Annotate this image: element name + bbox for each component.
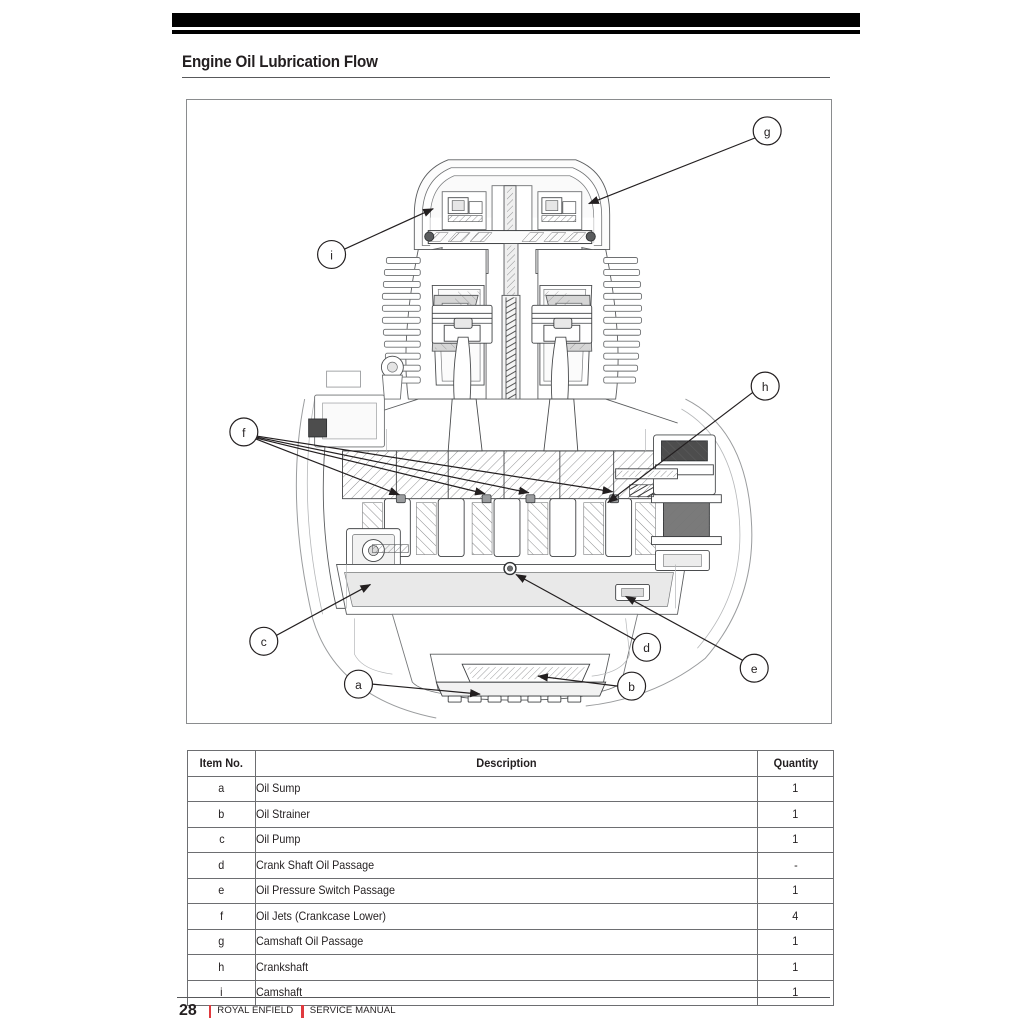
valve-train-left [447, 197, 483, 222]
footer-separator-bar-1 [208, 1004, 212, 1018]
leader-f2 [255, 437, 486, 496]
parts-table: Item No. Description Quantity a Oil Sump… [187, 750, 834, 1006]
cell-description: Oil Sump [255, 775, 758, 802]
camshaft-shaft [424, 230, 596, 245]
cell-item: g [187, 928, 256, 955]
cell-description: Oil Pump [255, 826, 758, 853]
leader-d [515, 573, 638, 642]
oil-strainer [461, 663, 591, 683]
cell-description: Oil Jets (Crankcase Lower) [255, 903, 758, 930]
oil-sump [391, 613, 639, 703]
cell-quantity: 1 [757, 877, 834, 904]
engine-diagram-frame: a b c d e [186, 99, 832, 724]
cell-item: h [187, 954, 256, 981]
piston-right [531, 304, 593, 400]
cell-item: f [187, 903, 256, 930]
table-row: i Camshaft 1 [187, 979, 834, 1006]
title-underline [182, 77, 830, 78]
column-header-description: Description [255, 750, 758, 777]
cell-description: Oil Pressure Switch Passage [255, 877, 758, 904]
callout-h-label: h [762, 380, 769, 394]
cell-description: Oil Strainer [255, 801, 758, 828]
footer-page-number: 28 [179, 1002, 197, 1019]
valve-train-right [541, 197, 577, 222]
engine-assembly [295, 159, 753, 719]
cell-quantity: 1 [757, 928, 834, 955]
cell-quantity: 1 [757, 801, 834, 828]
cell-quantity: 1 [757, 826, 834, 853]
callout-f-label: f [242, 426, 246, 440]
table-row: d Crank Shaft Oil Passage - [187, 852, 834, 879]
column-header-item-no: Item No. [187, 750, 256, 777]
cell-description: Camshaft Oil Passage [255, 928, 758, 955]
callout-h[interactable]: h [750, 371, 780, 401]
cell-quantity: 1 [757, 954, 834, 981]
cell-quantity: 4 [757, 903, 834, 930]
callout-a[interactable]: a [343, 669, 374, 699]
page-footer: 28 ROYAL ENFIELD SERVICE MANUAL [179, 1003, 396, 1019]
leader-g [588, 137, 756, 205]
callout-f[interactable]: f [229, 417, 259, 447]
page-title: Engine Oil Lubrication Flow [182, 53, 378, 71]
crankcase-lower [336, 561, 686, 615]
clutch-gearbox-assembly [615, 434, 722, 571]
leader-f3 [255, 436, 530, 495]
callout-d-label: d [643, 641, 650, 655]
callout-b[interactable]: b [617, 671, 647, 701]
table-row: c Oil Pump 1 [187, 826, 834, 853]
casting-detail-lines [346, 428, 676, 677]
callout-g-label: g [764, 125, 771, 139]
table-row: a Oil Sump 1 [187, 775, 834, 802]
engine-cross-section-illustration: a b c d e [229, 116, 782, 719]
callout-c-label: c [261, 635, 267, 649]
callout-i[interactable]: i [317, 239, 347, 270]
column-header-quantity: Quantity [757, 750, 834, 777]
piston-left [431, 304, 493, 400]
callout-bubbles: a b c d e [229, 116, 782, 701]
cell-description: Crank Shaft Oil Passage [255, 852, 758, 879]
cell-item: a [187, 775, 256, 802]
callout-leader-lines [255, 137, 756, 698]
header-bar-thick [172, 13, 860, 27]
table-row: g Camshaft Oil Passage 1 [187, 928, 834, 955]
callout-e[interactable]: e [739, 653, 769, 683]
left-engine-cover [308, 355, 404, 448]
table-row: h Crankshaft 1 [187, 954, 834, 981]
cell-description: Crankshaft [255, 954, 758, 981]
footer-separator-bar-2 [301, 1004, 304, 1018]
table-row: f Oil Jets (Crankcase Lower) 4 [187, 903, 834, 930]
cell-quantity: - [757, 852, 834, 879]
footer-brand: ROYAL ENFIELD [217, 1005, 294, 1017]
cell-description: Camshaft [255, 979, 758, 1006]
leader-i [343, 208, 434, 251]
cell-item: b [187, 801, 256, 828]
cell-quantity: 1 [757, 979, 834, 1006]
cell-item: i [187, 979, 256, 1006]
leader-h [607, 391, 754, 504]
leader-b [537, 673, 618, 687]
cell-quantity: 1 [757, 775, 834, 802]
footer-divider [177, 997, 830, 998]
cell-item: c [187, 826, 256, 853]
cell-item: d [187, 852, 256, 879]
leader-f1 [255, 438, 401, 496]
footer-doc-type: SERVICE MANUAL [309, 1005, 396, 1017]
callout-d[interactable]: d [632, 632, 662, 662]
header-bar-thin [172, 30, 860, 34]
callout-b-label: b [628, 680, 635, 694]
cell-item: e [187, 877, 256, 904]
callout-a-label: a [355, 678, 362, 692]
table-row: e Oil Pressure Switch Passage 1 [187, 877, 834, 904]
callout-g[interactable]: g [752, 116, 782, 146]
leader-a [372, 683, 481, 698]
leader-c [274, 583, 372, 637]
callout-e-label: e [751, 662, 758, 676]
callout-c[interactable]: c [249, 626, 279, 656]
table-row: b Oil Strainer 1 [187, 801, 834, 828]
leader-f4 [255, 435, 614, 495]
leader-e [624, 595, 745, 662]
table-header-row: Item No. Description Quantity [187, 750, 834, 777]
callout-i-label: i [330, 248, 333, 262]
